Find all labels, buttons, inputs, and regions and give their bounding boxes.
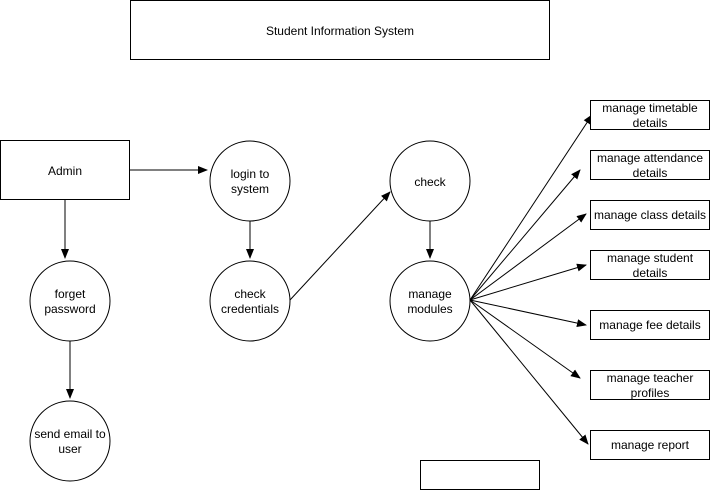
arrow-modules-to-report — [469, 299, 589, 445]
process-check-credentials-line2: credentials — [221, 302, 279, 316]
module-fee: manage fee details — [590, 310, 710, 340]
process-manage-modules-line1: manage — [408, 287, 452, 301]
process-send-email-line1: send email to — [34, 427, 106, 441]
process-forget-password: forget password — [29, 260, 111, 342]
arrow-check-credentials-to-check — [289, 191, 391, 301]
process-login-line2: system — [231, 182, 269, 196]
module-class-label: manage class details — [594, 208, 706, 222]
process-send-email: send email to user — [29, 400, 111, 482]
arrow-modules-to-student — [469, 263, 587, 301]
process-check-credentials-line1: check — [234, 287, 266, 301]
flow-arrows — [61, 114, 593, 445]
module-attendance-line2: details — [633, 166, 668, 180]
admin-entity: Admin — [0, 140, 130, 200]
process-check-credentials: check credentials — [209, 260, 291, 342]
module-timetable-line2: details — [633, 116, 668, 130]
module-teacher-line2: profiles — [631, 386, 670, 400]
arrow-modules-to-attendance — [469, 169, 581, 301]
module-class: manage class details — [590, 200, 710, 230]
process-login: login to system — [209, 140, 291, 222]
arrow-modules-to-teacher — [469, 299, 581, 379]
process-manage-modules: manage modules — [389, 260, 471, 342]
process-forget-password-line2: password — [44, 302, 95, 316]
module-teacher: manage teacher profiles — [590, 370, 710, 400]
module-timetable: manage timetable details — [590, 100, 710, 130]
module-report-label: manage report — [611, 438, 690, 452]
module-fee-label: manage fee details — [599, 318, 700, 332]
module-report: manage report — [590, 430, 710, 460]
process-send-email-line2: user — [58, 442, 81, 456]
admin-label: Admin — [48, 164, 82, 178]
module-teacher-line1: manage teacher — [607, 371, 694, 385]
process-login-line1: login to — [231, 167, 270, 181]
process-forget-password-line1: forget — [55, 287, 86, 301]
module-student-line1: manage student — [607, 251, 694, 265]
title-text: Student Information System — [266, 24, 414, 38]
arrow-modules-to-timetable — [469, 114, 593, 301]
process-manage-modules-line2: modules — [407, 302, 452, 316]
title-box: Student Information System — [130, 0, 550, 60]
module-student: manage student details — [590, 250, 710, 280]
empty-box — [420, 460, 540, 490]
module-attendance-line1: manage attendance — [597, 151, 703, 165]
module-timetable-line1: manage timetable — [602, 101, 698, 115]
arrow-modules-to-fee — [469, 299, 587, 328]
module-student-line2: details — [633, 266, 668, 280]
process-check-label: check — [414, 175, 446, 189]
process-check: check — [389, 140, 471, 222]
module-attendance: manage attendance details — [590, 150, 710, 180]
arrow-modules-to-class — [469, 213, 587, 301]
